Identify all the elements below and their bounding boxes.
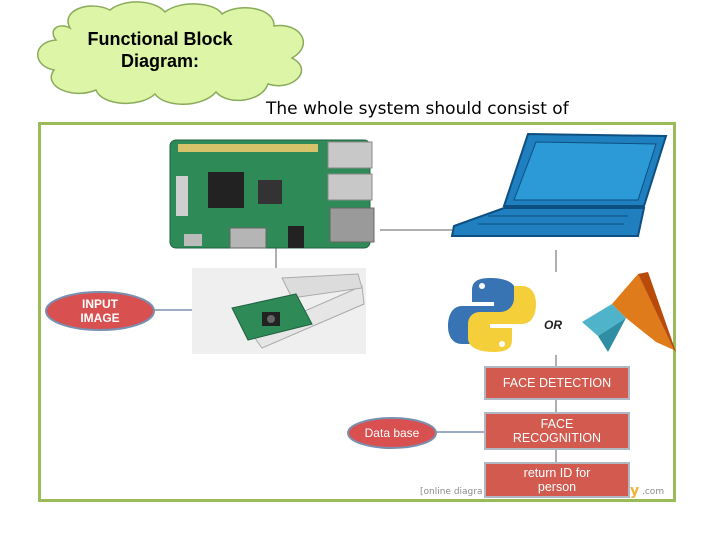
input-image-label: INPUT IMAGE bbox=[44, 297, 156, 325]
python-logo-icon bbox=[448, 278, 536, 352]
watermark-y: y bbox=[630, 483, 640, 499]
diagram-subtitle: The whole system should consist of bbox=[266, 99, 569, 119]
database-pill-shape bbox=[347, 417, 437, 449]
or-label: OR bbox=[544, 318, 562, 332]
database-label: Data base bbox=[364, 426, 420, 440]
raspberry-pi-icon bbox=[169, 139, 375, 249]
face-recognition-box: FACE RECOGNITION bbox=[484, 412, 630, 450]
watermark-right: .com bbox=[642, 487, 665, 497]
camera-module-icon bbox=[192, 268, 366, 354]
return-id-box: return ID for person bbox=[484, 462, 630, 498]
return-id-label-line1: return ID for bbox=[523, 466, 591, 480]
watermark-left: [online diagra bbox=[420, 487, 483, 497]
face-recognition-label-line1: FACE bbox=[540, 417, 574, 431]
laptop-icon bbox=[450, 132, 668, 237]
face-recognition-label-line2: RECOGNITION bbox=[512, 431, 602, 445]
diagram-title-line1: Functional Block bbox=[87, 29, 233, 49]
diagram-title-line2: Diagram: bbox=[120, 51, 200, 71]
return-id-label-line2: person bbox=[537, 480, 577, 494]
input-image-pill-shape bbox=[45, 291, 155, 331]
input-image-label-line2: IMAGE bbox=[80, 311, 120, 325]
face-detection-box: FACE DETECTION bbox=[484, 366, 630, 400]
input-image-label-line1: INPUT bbox=[82, 297, 118, 311]
diagram-title: Functional Block Diagram: bbox=[60, 28, 260, 72]
title-cloud bbox=[37, 1, 305, 105]
matlab-logo-icon bbox=[582, 272, 676, 352]
face-detection-label: FACE DETECTION bbox=[502, 376, 612, 390]
